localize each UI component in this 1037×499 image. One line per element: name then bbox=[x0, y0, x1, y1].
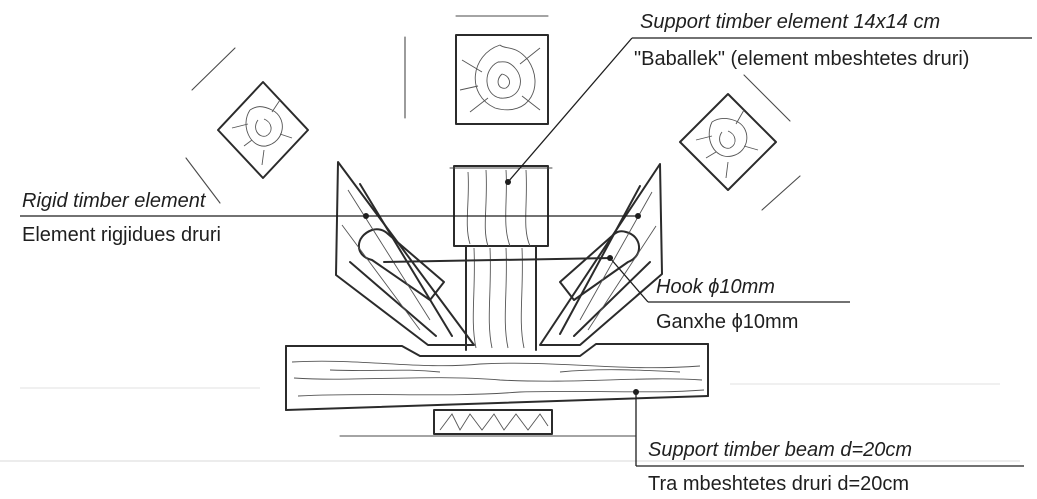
rigid-element-label-al: Element rigjidues druri bbox=[22, 224, 221, 246]
vertical-support-element bbox=[449, 165, 553, 351]
hook-rod bbox=[383, 255, 613, 263]
top-timber-section bbox=[404, 15, 549, 125]
left-rigid-element bbox=[335, 161, 475, 346]
hook-label-en: Hook ϕ10mm bbox=[656, 276, 775, 298]
rigid-element-label-en: Rigid timber element bbox=[22, 190, 206, 212]
right-rigid-element bbox=[539, 163, 663, 346]
bottom-block bbox=[339, 409, 636, 437]
left-timber-section bbox=[185, 47, 309, 204]
beam-label-en: Support timber beam d=20cm bbox=[648, 439, 913, 461]
beam-label-al: Tra mbeshtetes druri d=20cm bbox=[648, 473, 910, 495]
right-timber-section bbox=[679, 74, 801, 211]
leader-lines bbox=[20, 37, 1032, 467]
background-lines bbox=[0, 383, 1020, 462]
support-element-label-en: Support timber element 14x14 cm bbox=[640, 11, 941, 33]
support-beam bbox=[285, 343, 709, 411]
hook-label-al: Ganxhe ϕ10mm bbox=[656, 311, 799, 333]
support-element-label-al: "Baballek" (element mbeshtetes druri) bbox=[634, 48, 970, 70]
